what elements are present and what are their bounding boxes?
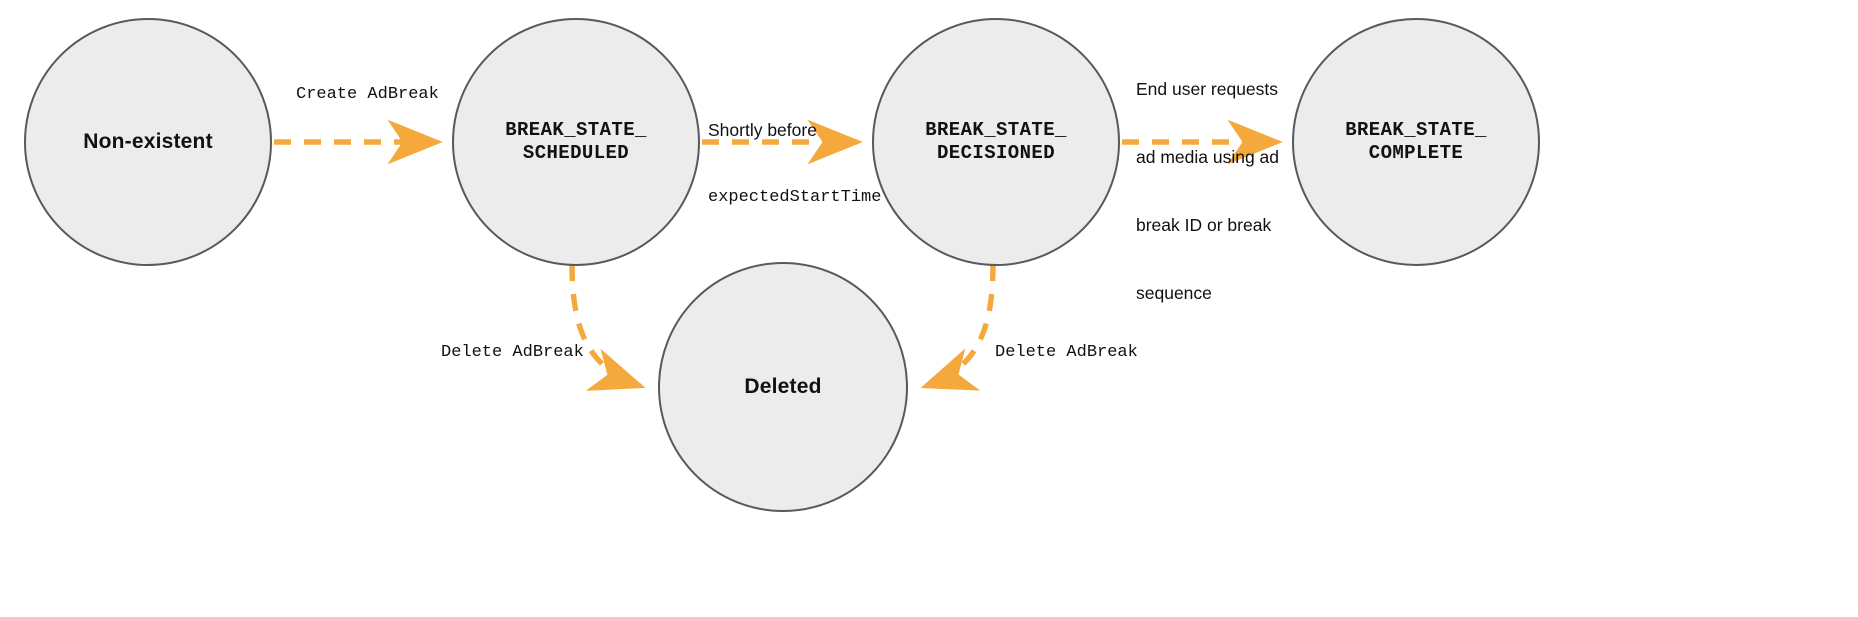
state-label-line-2: DECISIONED [936, 142, 1056, 164]
state-label-line-2: COMPLETE [1368, 142, 1464, 164]
edge-label-line-1: End user requests [1136, 78, 1279, 99]
state-label-line-1: BREAK_STATE_ [1345, 118, 1487, 141]
edge-delete-adbreak-from-scheduled [569, 263, 646, 391]
state-label: BREAK_STATE_ SCHEDULED [505, 119, 647, 165]
edge-label-create-adbreak: Create AdBreak [296, 85, 439, 104]
state-node-break-state-decisioned[interactable]: BREAK_STATE_ DECISIONED [872, 18, 1120, 266]
state-node-non-existent[interactable]: Non-existent [24, 18, 272, 266]
state-label: Deleted [744, 375, 822, 399]
edge-delete-adbreak-from-decisioned [920, 263, 996, 391]
edge-label-shortly-before: Shortly before expectedStartTime [708, 73, 881, 254]
edge-label-line-2: ad media using ad [1136, 146, 1280, 167]
state-label: BREAK_STATE_ COMPLETE [1345, 119, 1487, 165]
state-label-line-2: SCHEDULED [522, 142, 630, 164]
state-label: BREAK_STATE_ DECISIONED [925, 119, 1067, 165]
edge-label-delete-adbreak-right: Delete AdBreak [995, 343, 1138, 362]
state-label-line-1: BREAK_STATE_ [505, 118, 647, 141]
edge-label-line-3: break ID or break [1136, 215, 1272, 235]
edge-label-line-1: Shortly before [708, 119, 817, 140]
state-label-line-1: BREAK_STATE_ [925, 118, 1067, 141]
state-node-break-state-complete[interactable]: BREAK_STATE_ COMPLETE [1292, 18, 1540, 266]
state-node-break-state-scheduled[interactable]: BREAK_STATE_ SCHEDULED [452, 18, 700, 266]
edge-label-line-2: expectedStartTime [708, 187, 882, 207]
edge-label-line-4: sequence [1136, 283, 1212, 304]
state-label: Non-existent [83, 130, 213, 154]
edge-label-delete-adbreak-left: Delete AdBreak [441, 343, 584, 362]
edge-label-end-user-requests: End user requests ad media using ad brea… [1136, 32, 1279, 351]
state-node-deleted[interactable]: Deleted [658, 262, 908, 512]
